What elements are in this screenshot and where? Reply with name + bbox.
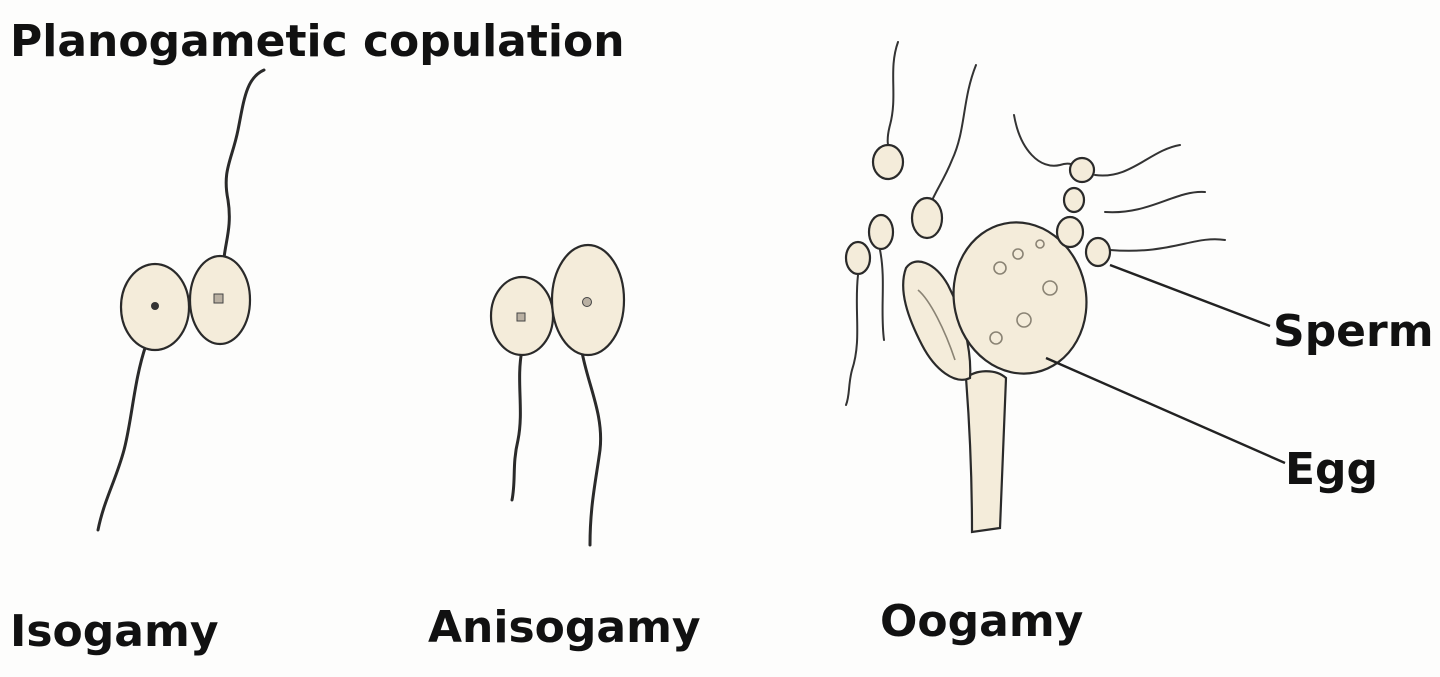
isogamy-figure <box>96 68 266 532</box>
microgamete-nucleus <box>516 312 526 322</box>
anisogamy-label: Anisogamy <box>428 602 701 653</box>
sperm-tail <box>929 64 977 206</box>
egg-cell <box>952 221 1088 375</box>
egg-leader-line <box>1045 356 1286 465</box>
attached-sperm <box>1068 156 1096 184</box>
macrogamete-nucleus <box>582 297 592 307</box>
attached-sperm <box>1055 215 1085 249</box>
anisogamy-figure <box>489 243 626 547</box>
sperm-cell <box>871 143 905 181</box>
sperm-tail <box>879 249 885 341</box>
oogonium-stalk <box>964 370 1008 534</box>
anisogamy-flagellum-large <box>580 350 603 547</box>
sperm-tail <box>1094 144 1181 177</box>
sperm-callout: Sperm <box>1273 306 1434 357</box>
egg-granules <box>989 239 1058 345</box>
antheridium-line <box>917 289 956 361</box>
sperm-leader-line <box>1109 263 1271 328</box>
isogamy-flagellum-top <box>222 68 266 260</box>
anisogamy-flagellum-small <box>510 348 524 502</box>
attached-sperm <box>1084 236 1112 268</box>
isogamy-label: Isogamy <box>10 606 219 657</box>
isogamy-flagellum-bottom <box>96 343 148 532</box>
diagram-title: Planogametic copulation <box>10 16 625 67</box>
sperm-tail <box>845 274 859 406</box>
isogamete-right-nucleus <box>213 293 224 304</box>
sperm-tail <box>1104 190 1206 214</box>
oogamy-label: Oogamy <box>880 596 1084 647</box>
sperm-tail <box>886 41 899 151</box>
sperm-cell <box>867 213 895 251</box>
sperm-cell <box>910 196 944 240</box>
sperm-tail <box>1109 238 1226 252</box>
isogamete-left-nucleus <box>151 302 159 310</box>
oogamy-figure <box>844 41 1286 534</box>
sperm-cell <box>844 240 872 276</box>
egg-callout: Egg <box>1285 444 1379 495</box>
attached-sperm <box>1062 186 1086 214</box>
